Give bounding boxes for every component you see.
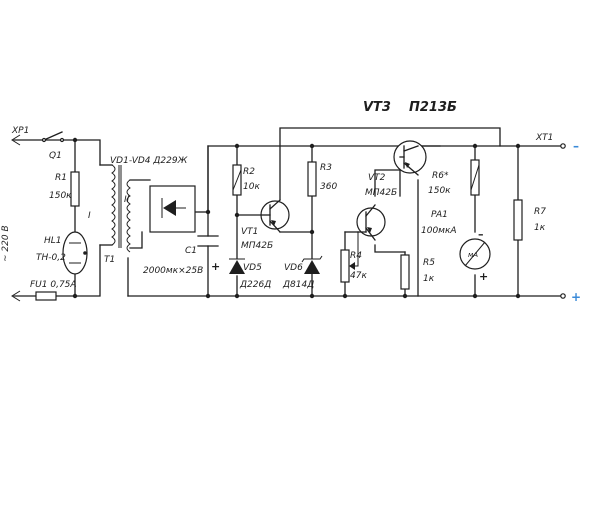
fu1-fuse: [35, 291, 57, 301]
pa1-minus-label: –: [478, 228, 484, 241]
r6-resistor: [470, 159, 480, 196]
vt2-ref-label: VT2: [368, 173, 386, 183]
pa1-ref-label: PA1: [431, 210, 448, 220]
winding-1-label: I: [88, 211, 91, 221]
xt1-terminals: [560, 143, 566, 299]
r4-value-label: 47к: [350, 271, 367, 281]
winding-2-label: II: [124, 195, 130, 205]
vd6-type-label: Д814Д: [282, 280, 314, 290]
vd6-zener-diode: [301, 255, 323, 274]
r4-potentiometer: [340, 232, 359, 283]
r7-value-label: 1к: [534, 223, 546, 233]
c1-value-label: 2000мк×25В: [143, 266, 203, 276]
r7-resistor: [513, 199, 523, 241]
r4-ref-label: R4: [350, 251, 362, 261]
r1-ref-label: R1: [55, 173, 67, 183]
fu1-label: FU1 0,75А: [30, 280, 77, 290]
vt2-transistor: [356, 204, 386, 241]
pa1-plus-label: +: [479, 270, 488, 283]
c1-plus-label: +: [211, 260, 220, 273]
r1-resistor: [70, 171, 80, 207]
r1-value-label: 150к: [49, 191, 72, 201]
vt1-transistor: [260, 199, 290, 233]
vd5-type-label: Д226Д: [239, 280, 271, 290]
t1-label: T1: [104, 255, 115, 265]
hl1-type-label: ТН-0,2: [36, 253, 66, 263]
junction-dots: [72, 137, 521, 299]
r6-value-label: 150к: [428, 186, 451, 196]
r5-value-label: 1к: [423, 274, 435, 284]
hl1-ref-label: HL1: [44, 236, 62, 246]
vt3-type-label: П213Б: [409, 100, 457, 115]
r2-ref-label: R2: [243, 167, 255, 177]
xp1-plug: [11, 134, 21, 302]
vd5-ref-label: VD5: [243, 263, 262, 273]
r3-ref-label: R3: [320, 163, 332, 173]
r5-resistor: [400, 254, 410, 290]
vd5-diode: [229, 258, 245, 274]
mains-voltage-label: ~ 220 В: [1, 225, 11, 262]
c1-ref-label: C1: [185, 246, 197, 256]
bridge-label: VD1-VD4 Д229Ж: [110, 156, 188, 166]
diode-bridge: [149, 185, 196, 233]
output-plus-label: +: [571, 290, 581, 304]
r2-resistor: [232, 164, 242, 196]
xp1-label: XP1: [11, 126, 29, 136]
vt2-type-label: МП42Б: [365, 188, 397, 198]
output-minus-label: –: [573, 139, 579, 153]
vt3-ref-label: VT3: [363, 100, 391, 115]
vd6-ref-label: VD6: [284, 263, 303, 273]
vt1-ref-label: VT1: [241, 227, 258, 237]
vt3-transistor: [393, 140, 427, 176]
r6-ref-label: R6*: [432, 171, 449, 181]
r7-ref-label: R7: [534, 207, 546, 217]
r3-value-label: 360: [320, 182, 337, 192]
xt1-label: XT1: [535, 133, 553, 143]
q1-label: Q1: [49, 151, 62, 161]
r5-ref-label: R5: [423, 258, 435, 268]
pa1-value-label: 100мкА: [421, 226, 457, 236]
vt1-type-label: МП42Б: [241, 241, 273, 251]
c1-capacitor: [197, 235, 219, 247]
r3-resistor: [307, 161, 317, 197]
transformer-t1: [111, 164, 131, 253]
hl1-neon-lamp: [62, 231, 88, 275]
q1-switch: [41, 137, 65, 143]
meter-symbol: мА: [468, 251, 478, 259]
pa1-microammeter: мА: [459, 238, 491, 270]
r2-value-label: 10к: [243, 182, 260, 192]
